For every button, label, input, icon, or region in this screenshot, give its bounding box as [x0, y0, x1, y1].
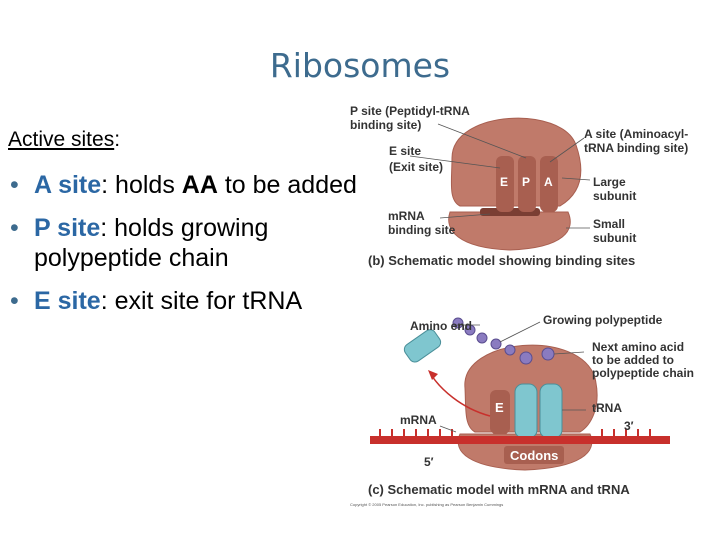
- large-subunit-shape: [450, 117, 582, 207]
- active-sites-colon: :: [114, 128, 121, 151]
- p-slot-label: P: [522, 175, 530, 189]
- trna-p-site: [514, 383, 538, 439]
- p-site-label-line1: P site (Peptidyl-tRNA: [350, 104, 470, 118]
- bullet-p-site-colon: :: [100, 214, 108, 242]
- bullet-a-site-text2: to be added: [217, 171, 357, 199]
- figure-c-caption: (c) Schematic model with mRNA and tRNA: [368, 482, 630, 497]
- e-site-label-line1: E site: [389, 144, 421, 158]
- mrna-site-leader: [439, 213, 491, 219]
- bullet-a-site-bold: AA: [181, 171, 218, 199]
- bullet-a-site-text1: holds: [108, 171, 182, 199]
- large-subunit-leader: [561, 177, 591, 181]
- a-site-label-line2: tRNA binding site): [584, 141, 688, 155]
- slide-title: Ribosomes: [269, 46, 451, 85]
- bullet-e-site-key: E site: [34, 287, 101, 315]
- mrna-strand: [370, 436, 670, 444]
- e-slot: [496, 156, 514, 212]
- next-aa-leader: [553, 351, 585, 355]
- amino-end-label: Amino end: [410, 319, 472, 333]
- polypeptide-chain: [452, 317, 555, 365]
- five-prime-label: 5′: [424, 455, 434, 469]
- mrna-site-label-line1: mRNA: [388, 209, 425, 223]
- p-slot: [518, 156, 536, 212]
- small-subunit-label-line2: subunit: [593, 231, 636, 245]
- mrna-site-label-line2: binding site: [388, 223, 456, 237]
- exit-arrow-head: [428, 370, 438, 380]
- bullet-a-site: • A site: holds AA to be added: [8, 170, 388, 200]
- codons-box: [504, 446, 564, 464]
- a-slot-label: A: [544, 175, 553, 189]
- e-slot: [490, 390, 510, 434]
- small-subunit-label-line1: Small: [593, 217, 625, 231]
- exit-arrow: [431, 375, 491, 417]
- active-sites-heading: Active sites:: [8, 128, 120, 152]
- bullet-p-site-key: P site: [34, 214, 101, 242]
- large-subunit-label-line2: subunit: [593, 189, 636, 203]
- next-aa-label-line3: polypeptide chain: [592, 366, 694, 380]
- bullet-p-site: • P site: holds growing polypeptide chai…: [8, 213, 388, 273]
- next-aa-label-line1: Next amino acid: [592, 340, 684, 354]
- ribosome-binding-sites-diagram: E P A P site (Peptidyl-tRNA binding site…: [350, 104, 688, 268]
- e-slot-label: E: [500, 175, 508, 189]
- bullet-a-site-colon: :: [101, 171, 109, 199]
- bullet-list: • A site: holds AA to be added • P site:…: [8, 170, 388, 329]
- mrna-label: mRNA: [400, 413, 437, 427]
- mrna-leader: [439, 425, 457, 433]
- growing-polypeptide-leader: [499, 321, 541, 343]
- active-sites-text: Active sites: [8, 128, 115, 151]
- ribosome-translation-diagram: E Codons Amino end Growing polypeptide N…: [350, 313, 694, 507]
- growing-polypeptide-label: Growing polypeptide: [543, 313, 663, 327]
- figure-b-caption: (b) Schematic model showing binding site…: [368, 253, 635, 268]
- large-subunit-label-line1: Large: [593, 175, 626, 189]
- bullet-p-site-text: holds growing polypeptide chain: [34, 214, 269, 272]
- a-site-label-line1: A site (Aminoacyl-: [584, 127, 688, 141]
- p-site-leader: [437, 123, 527, 159]
- bullet-a-site-key: A site: [34, 171, 102, 199]
- bullet-dot: •: [10, 214, 19, 242]
- bullet-dot: •: [10, 171, 19, 199]
- e-site-leader: [409, 155, 501, 169]
- bullet-e-site-text: exit site for tRNA: [107, 287, 303, 315]
- a-site-leader: [549, 137, 585, 163]
- trna-label: tRNA: [592, 401, 622, 415]
- e-site-label-line2: (Exit site): [389, 160, 443, 174]
- bullet-dot: •: [10, 287, 19, 315]
- e-slot-label: E: [495, 400, 504, 415]
- trna-a-site: [539, 383, 563, 439]
- a-slot: [540, 156, 558, 212]
- exiting-trna: [403, 329, 442, 363]
- small-subunit-shape: [448, 211, 571, 251]
- bullet-e-site: • E site: exit site for tRNA: [8, 286, 388, 316]
- p-site-label-line2: binding site): [350, 118, 421, 132]
- copyright-text: Copyright © 2005 Pearson Education, Inc.…: [350, 502, 503, 507]
- next-aa-label-line2: to be added to: [592, 353, 674, 367]
- codons-label: Codons: [510, 448, 558, 463]
- three-prime-label: 3′: [624, 419, 634, 433]
- bullet-e-site-colon: :: [100, 287, 108, 315]
